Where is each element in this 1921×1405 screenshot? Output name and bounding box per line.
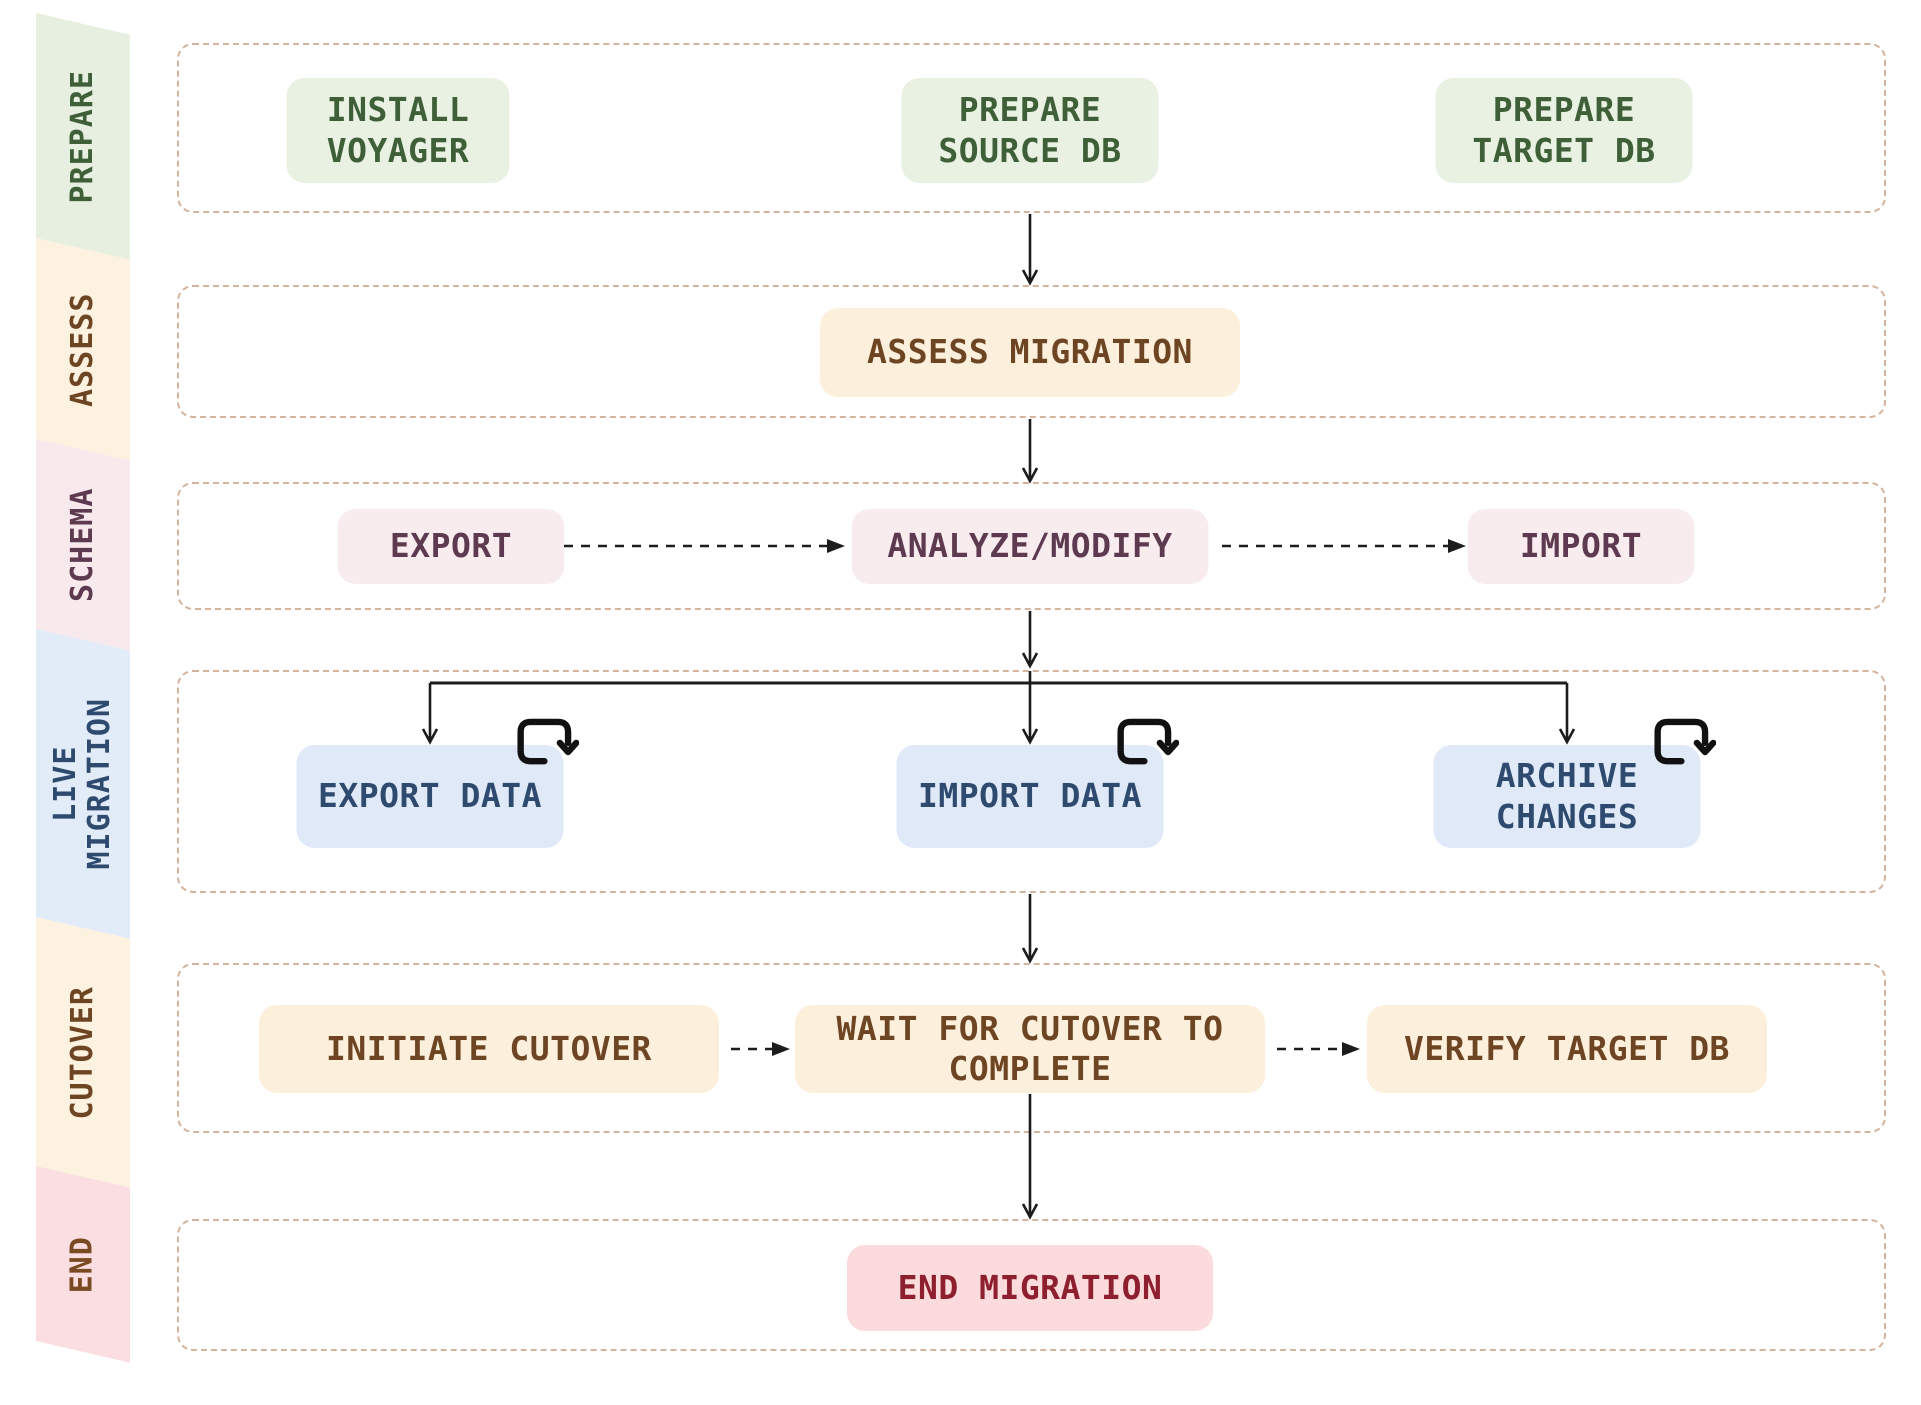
node-assess-migration: ASSESS MIGRATION: [820, 308, 1240, 397]
phase-label-assess: ASSESS: [65, 292, 101, 407]
phase-label-cutover: CUTOVER: [65, 985, 101, 1120]
phase-row-end: [177, 1219, 1886, 1351]
node-import-schema: IMPORT: [1467, 509, 1695, 584]
node-import-data: IMPORT DATA: [896, 745, 1164, 848]
phase-row-prepare: [177, 43, 1886, 213]
node-wait-for-cutover: WAIT FOR CUTOVER TO COMPLETE: [795, 1005, 1265, 1093]
node-export-schema: EXPORT: [337, 509, 565, 584]
phase-band-prepare: PREPARE: [36, 13, 130, 260]
node-verify-target-db: VERIFY TARGET DB: [1367, 1005, 1767, 1093]
node-end-migration: END MIGRATION: [847, 1245, 1213, 1331]
loop-icon: [1117, 718, 1179, 765]
loop-icon: [1654, 718, 1716, 765]
node-analyze-modify: ANALYZE/MODIFY: [851, 509, 1209, 584]
phase-band-assess: ASSESS: [36, 238, 130, 461]
phase-label-live-migration: LIVE MIGRATION: [48, 698, 117, 870]
phase-band-end: END: [36, 1166, 130, 1363]
phase-row-assess: [177, 285, 1886, 418]
node-prepare-source-db: PREPARE SOURCE DB: [901, 78, 1159, 183]
loop-icon: [517, 718, 579, 765]
node-prepare-target-db: PREPARE TARGET DB: [1435, 78, 1693, 183]
phase-label-prepare: PREPARE: [65, 69, 101, 204]
phase-band-live-migration: LIVE MIGRATION: [36, 629, 130, 939]
phase-band-cutover: CUTOVER: [36, 917, 130, 1188]
phase-ribbon: PREPARE ASSESS SCHEMA LIVE MIGRATION CUT…: [36, 13, 130, 1363]
phase-label-end: END: [65, 1235, 101, 1293]
phase-label-schema: SCHEMA: [65, 487, 101, 603]
node-export-data: EXPORT DATA: [296, 745, 564, 848]
phase-band-schema: SCHEMA: [36, 439, 130, 651]
node-install-voyager: INSTALL VOYAGER: [286, 78, 510, 183]
node-initiate-cutover: INITIATE CUTOVER: [259, 1005, 719, 1093]
node-archive-changes: ARCHIVE CHANGES: [1433, 745, 1701, 848]
